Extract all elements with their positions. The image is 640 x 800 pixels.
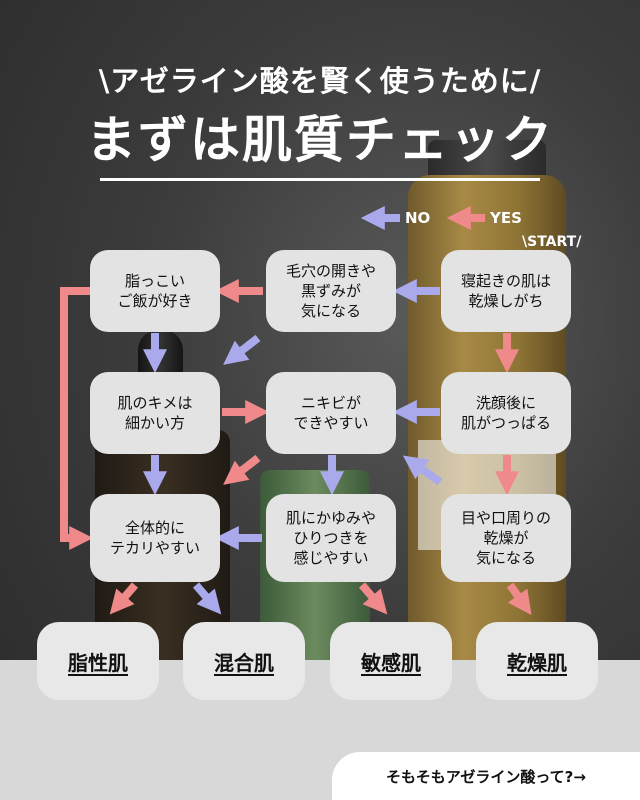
azelaic-acid-link[interactable]: そもそもアゼライン酸って?→: [332, 752, 640, 800]
arrow-q8-sensitive: [358, 582, 388, 615]
result-sensitive: 敏感肌: [330, 622, 452, 700]
arrow-q2-q6: [223, 334, 261, 365]
result-dry: 乾燥肌: [476, 622, 598, 700]
arrow-q7-dry: [506, 582, 532, 616]
legend-no: NO: [405, 209, 431, 227]
arrow-q9-oily: [109, 582, 139, 615]
arrow-q5-q9: [223, 454, 261, 485]
result-oily: 脂性肌: [37, 622, 159, 700]
question-q8: 肌にかゆみや ひりつきを 感じやすい: [266, 494, 396, 582]
question-q3: 脂っこい ご飯が好き: [90, 250, 220, 332]
question-q7: 目や口周りの 乾燥が 気になる: [441, 494, 571, 582]
title-underline: [100, 178, 540, 181]
arrow-q3-q9: [60, 287, 94, 550]
result-combination: 混合肌: [183, 622, 305, 700]
question-q2: 毛穴の開きや 黒ずみが 気になる: [266, 250, 396, 332]
arrow-q7-q5: [402, 455, 443, 486]
page-title: まずは肌質チェック: [86, 111, 554, 169]
question-q4: 洗顔後に 肌がつっぱる: [441, 372, 571, 454]
arrow-q9-combo: [192, 582, 222, 615]
question-q6: 肌のキメは 細かい方: [90, 372, 220, 454]
question-q9: 全体的に テカリやすい: [90, 494, 220, 582]
question-q5: ニキビが できやすい: [266, 372, 396, 454]
legend-yes: YES: [490, 209, 522, 227]
subtitle: \アゼライン酸を賢く使うために/: [98, 64, 542, 98]
question-q1: 寝起きの肌は 乾燥しがち: [441, 250, 571, 332]
start-label: \START/: [522, 234, 582, 250]
